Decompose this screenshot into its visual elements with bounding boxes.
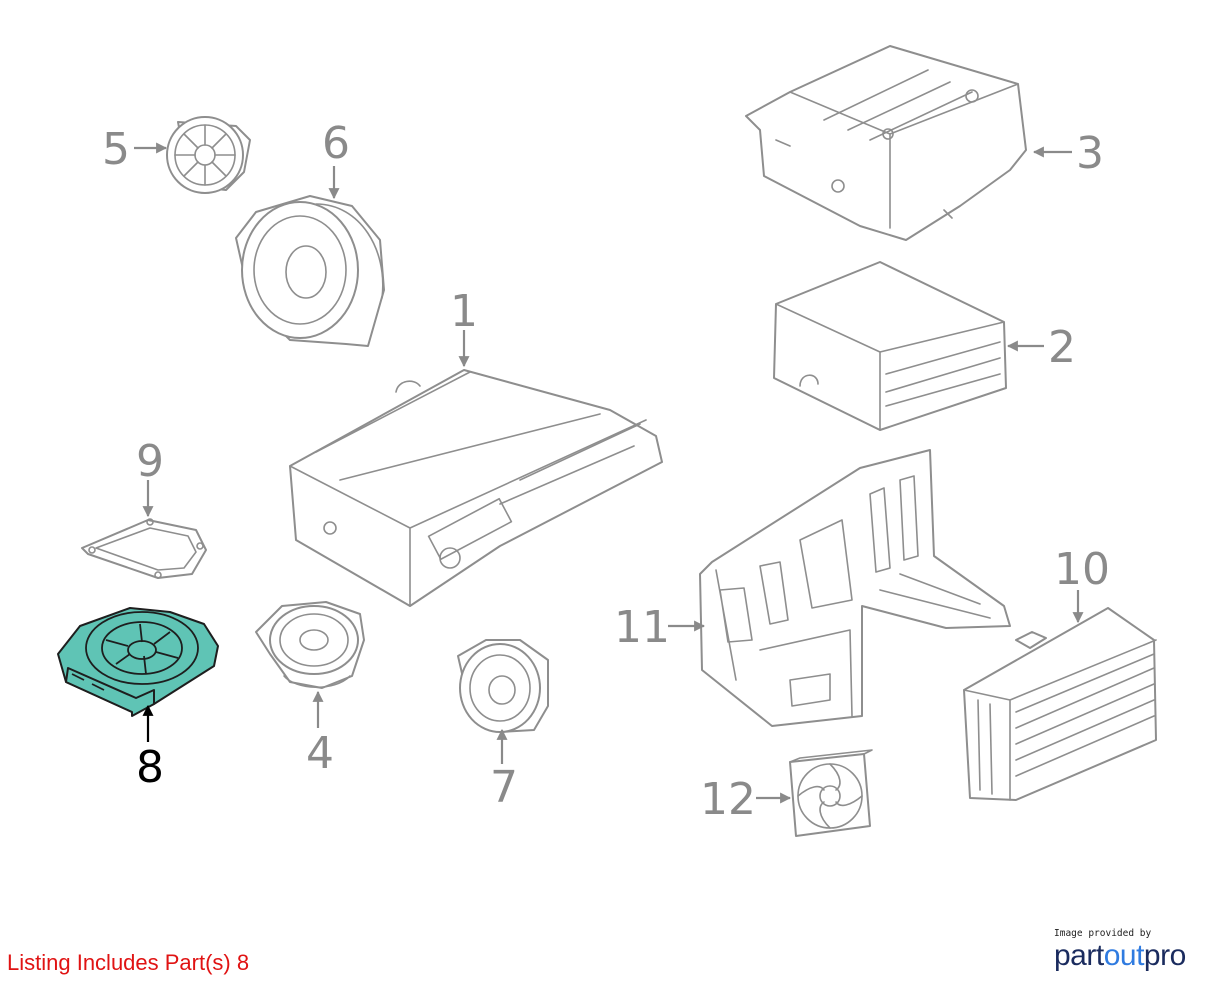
part-5-tweeter[interactable] <box>166 116 251 194</box>
callout-5: 5 <box>102 124 130 175</box>
logo-pro-text: pro <box>1143 939 1186 972</box>
callout-9: 9 <box>136 436 164 487</box>
callout-8: 8 <box>136 742 164 793</box>
callout-12: 12 <box>700 774 756 825</box>
callout-10: 10 <box>1054 544 1110 595</box>
callout-11: 11 <box>614 602 670 653</box>
callout-2: 2 <box>1048 322 1076 373</box>
part-7-speaker[interactable] <box>457 639 549 733</box>
credit-caption: Image provided by <box>1054 928 1152 939</box>
part-4-speaker[interactable] <box>255 601 365 689</box>
callout-6: 6 <box>322 118 350 169</box>
part-10-module[interactable] <box>963 607 1157 801</box>
partoutpro-logo[interactable]: partoutpro <box>1054 940 1204 972</box>
logo-out-text: out <box>1103 939 1145 972</box>
logo-part-text: part <box>1054 939 1104 972</box>
part-11-bracket[interactable] <box>699 449 1011 727</box>
callout-3: 3 <box>1076 128 1104 179</box>
callout-4: 4 <box>306 728 334 779</box>
part-8-subwoofer[interactable] <box>57 607 219 717</box>
part-2-drive-unit[interactable] <box>773 261 1007 431</box>
callout-7: 7 <box>490 762 518 813</box>
image-credit: Image provided by partoutpro <box>1054 928 1204 972</box>
part-9-gasket[interactable] <box>81 518 207 579</box>
part-12-fan[interactable] <box>789 749 873 837</box>
callout-1: 1 <box>450 286 478 337</box>
part-1-head-unit[interactable] <box>289 369 663 607</box>
listing-includes-text: Listing Includes Part(s) 8 <box>7 950 250 975</box>
part-6-speaker[interactable] <box>235 195 385 347</box>
part-3-amplifier[interactable] <box>745 45 1027 241</box>
